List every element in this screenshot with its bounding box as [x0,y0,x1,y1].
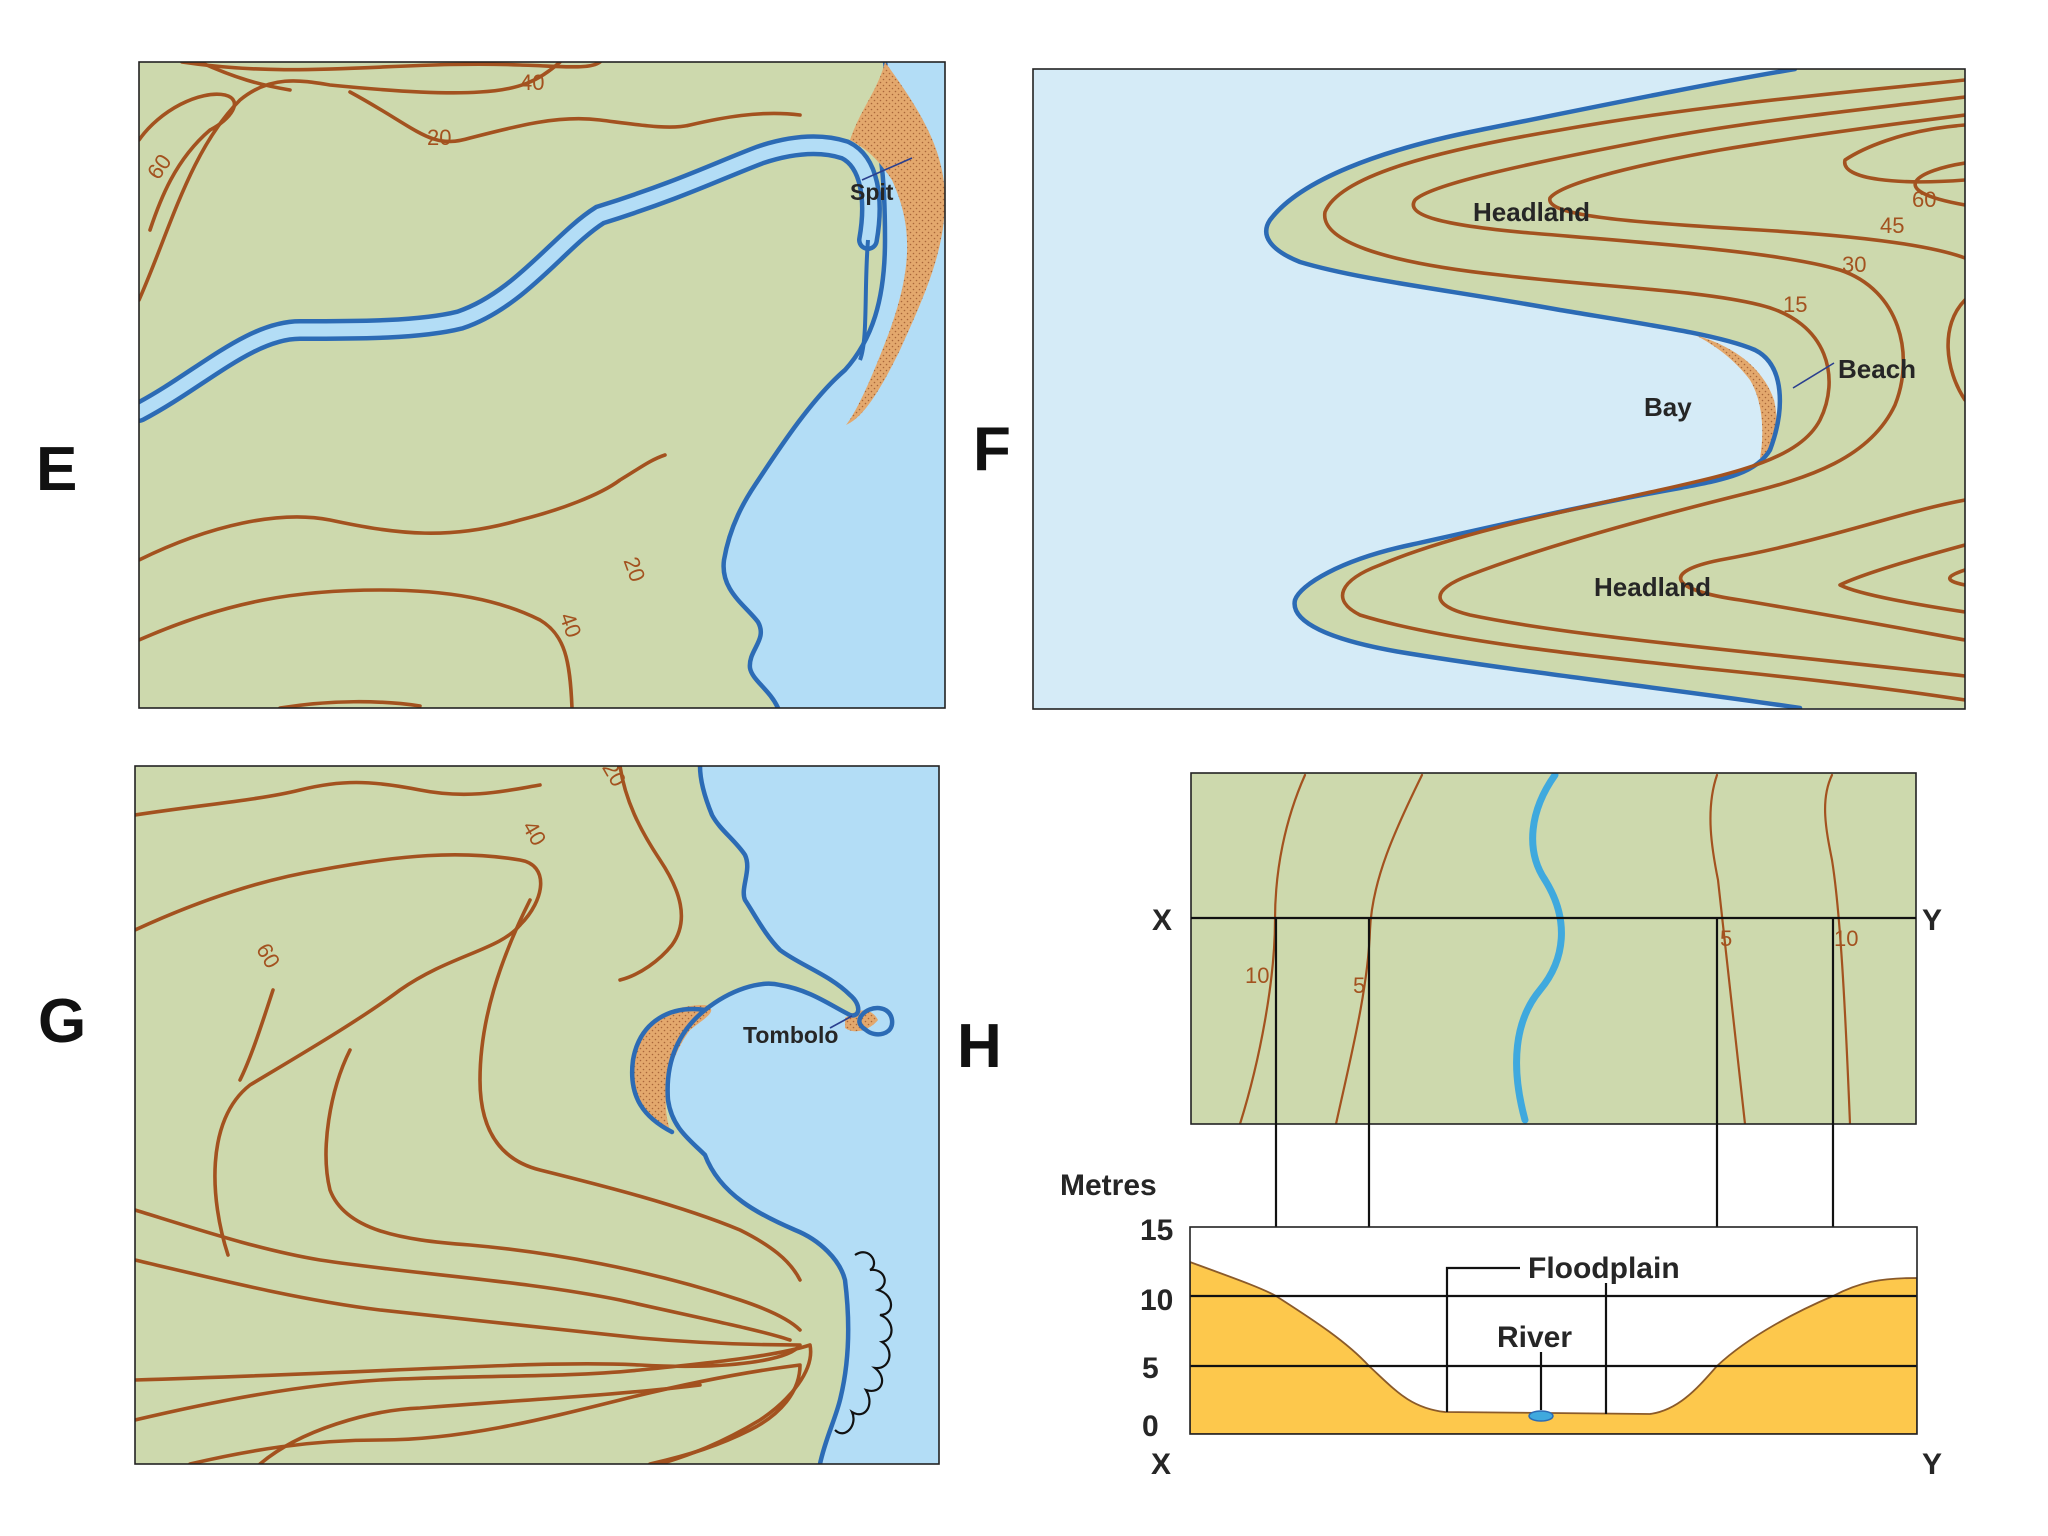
contour-label: 20 [427,125,451,150]
river-channel [1528,1410,1554,1422]
contour-label: 40 [520,70,544,95]
land-area [1266,69,1965,709]
bay-label: Bay [1644,392,1692,422]
panel-h-profile [1190,1227,1917,1434]
headland-label: Headland [1473,197,1590,227]
panel-f-map: 60 45 30 15 Headland Headland Bay Beach [1033,69,1965,709]
contour-label: 45 [1880,213,1904,238]
x-end-label: Y [1922,1448,1942,1481]
contour-label: 60 [1912,187,1936,212]
floodplain-callout: Floodplain [1445,1252,1680,1414]
river-label: River [1497,1321,1572,1354]
contours-g [135,766,813,1464]
river-callout: River [1497,1321,1572,1410]
river [1513,773,1565,1124]
panel-letter-g: G [38,987,86,1056]
contour-label: 10 [1834,926,1858,951]
sea [667,766,939,1464]
contour-labels-f: 60 45 30 15 [1783,187,1936,317]
floodplain-label: Floodplain [1528,1252,1680,1285]
contour-label: 5 [1353,973,1365,998]
y-axis-label: Metres [1060,1169,1157,1202]
headland-label: Headland [1594,572,1711,602]
y-tick-label: 5 [1142,1352,1159,1385]
beach [1695,335,1777,458]
tombolo-island [857,1005,895,1037]
spit-label: Spit [850,179,894,205]
panel-letter-f: F [973,415,1011,484]
sea [723,62,945,708]
y-tick-label: 10 [1140,1284,1173,1317]
contour-label: 5 [1720,926,1732,951]
panel-g-map: 20 40 60 Tombolo [135,766,939,1464]
coastline [665,766,861,1464]
spit [846,62,945,425]
contour-label: 15 [1783,292,1807,317]
land-area [1191,773,1916,1124]
panel-letter-e: E [36,435,77,504]
panel-letter-h: H [957,1012,1002,1081]
tombolo-label: Tombolo [743,1022,838,1048]
cliff-symbol [834,1251,893,1435]
y-tick-label: 15 [1140,1214,1173,1247]
panel-h-map: 10 5 5 10 [1191,773,1916,1124]
section-start-label: X [1152,904,1172,937]
x-start-label: X [1151,1448,1171,1481]
stack-outline [629,1006,708,1135]
panel-e-map: 40 20 60 20 40 Spit [139,62,945,708]
contours-f [1323,78,1965,702]
beach-label: Beach [1838,354,1916,384]
contour-labels-h: 10 5 5 10 [1245,926,1858,998]
coastline [1264,69,1803,709]
spit-river-channel [858,239,870,361]
contour-label: 30 [1842,252,1866,277]
section-end-label: Y [1922,904,1942,937]
contours-e [139,62,802,708]
contour-label: 10 [1245,963,1269,988]
tombolo-sand [634,1005,712,1130]
y-tick-label: 0 [1142,1410,1159,1443]
